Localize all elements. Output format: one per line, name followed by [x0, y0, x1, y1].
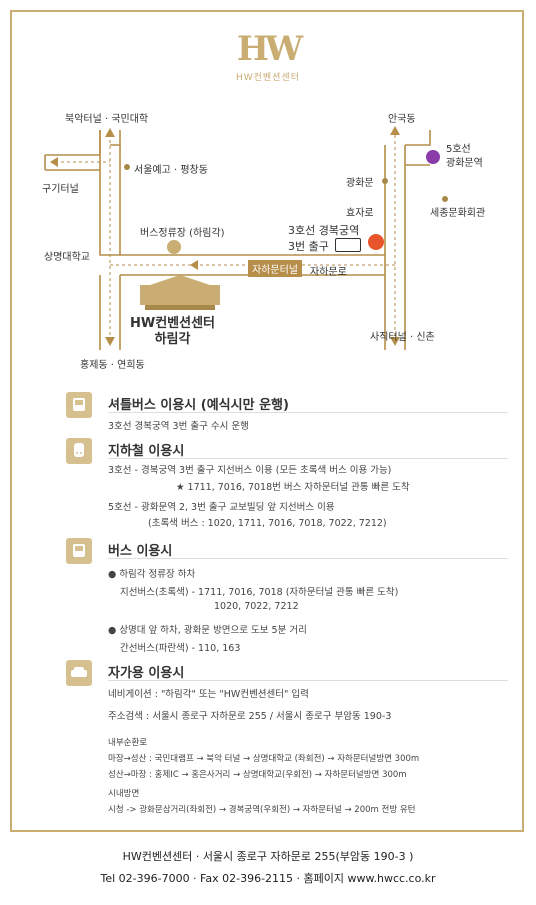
label-tunnel-road: 자하문터널 — [248, 260, 302, 277]
venue-line1: HW컨벤션센터 — [130, 316, 216, 331]
label-sejong: 세종문화회관 — [430, 208, 486, 219]
label-line3-station: 3호선 경복궁역 — [288, 224, 360, 237]
line3-icon — [368, 234, 384, 250]
bus-line5: 간선버스(파란색) - 110, 163 — [120, 643, 241, 654]
line5-icon — [426, 150, 440, 164]
subway-line1: 3호선 - 경복궁역 3번 출구 지선버스 이용 (모든 초록색 버스 이용 가… — [108, 465, 392, 476]
subway-icon — [66, 438, 92, 464]
dot-gwanghwamun — [382, 178, 388, 184]
car-city1: 시청 -> 광화문삼거리(좌회전) → 경복궁역(우회전) → 자하문터널 → … — [108, 805, 416, 815]
divider — [108, 458, 508, 459]
divider — [108, 558, 508, 559]
label-bugak-tunnel: 북악터널 · 국민대학 — [65, 114, 149, 125]
location-map: 북악터널 · 국민대학 구기터널 서울예고 · 평창동 버스정류장 (하림각) … — [30, 100, 510, 380]
logo-mark: HW — [236, 29, 303, 69]
car-city-title: 시내방면 — [108, 789, 140, 799]
bus-title: 버스 이용시 — [108, 544, 173, 559]
bus-line1-text: 하림각 정류장 하차 — [119, 569, 196, 580]
car-nav: 네비게이션 : "하림각" 또는 "HW컨벤션센터" 입력 — [108, 689, 309, 700]
label-hyoja-road: 효자로 — [346, 208, 374, 219]
dot-seoul-arts — [124, 164, 130, 170]
label-gugi-tunnel: 구기터널 — [42, 184, 79, 195]
label-jaha-road: 자하문로 — [310, 267, 347, 278]
label-hongje: 홍제동 · 연희동 — [80, 360, 145, 371]
divider — [108, 680, 508, 681]
subway-line2: ★ 1711, 7016, 7018번 버스 자하문터널 관통 빠른 도착 — [176, 482, 410, 493]
bus-line4-text: 상명대 앞 하차, 광화문 방면으로 도보 5분 거리 — [119, 625, 307, 636]
divider — [108, 412, 508, 413]
subway-line4: (초록색 버스 : 1020, 1711, 7016, 7018, 7022, … — [148, 518, 387, 529]
car-inner-title: 내부순환로 — [108, 738, 148, 748]
car-icon — [66, 660, 92, 686]
label-busstop: 버스정류장 (하림각) — [140, 228, 225, 239]
shuttle-title: 셔틀버스 이용시 (예식시만 운행) — [108, 398, 289, 413]
footer-address: HW컨벤션센터 · 서울시 종로구 자하문로 255(부암동 190-3 ) — [122, 850, 414, 863]
bus-icon — [66, 392, 92, 418]
bus-line3: 1020, 7022, 7212 — [214, 601, 299, 612]
car-inner2: 성산→마장 : 홍제IC → 홍은사거리 → 상명대학교(우회전) → 자하문터… — [108, 770, 407, 780]
logo-text: HW컨벤션센터 — [235, 73, 301, 83]
car-title: 자가용 이용시 — [108, 666, 185, 681]
label-gwanghwamun-station: 광화문역 — [446, 158, 483, 169]
venue-line2: 하림각 — [154, 332, 191, 347]
venue-name: HW컨벤션센터 하림각 — [130, 316, 215, 348]
logo: HW HW컨벤션센터 — [228, 30, 308, 90]
bus-line1: ● 하림각 정류장 하차 — [108, 569, 196, 580]
label-line5: 5호선 — [446, 144, 471, 155]
shuttle-bus-icon — [335, 238, 361, 252]
label-sangmyung: 상명대학교 — [44, 252, 90, 263]
shuttle-line1: 3호선 경복궁역 3번 출구 수시 운행 — [108, 421, 249, 432]
car-address: 주소검색 : 서울시 종로구 자하문로 255 / 서울시 종로구 부암동 19… — [108, 711, 392, 722]
road-map-lines — [44, 126, 431, 350]
subway-title: 지하철 이용시 — [108, 444, 185, 459]
label-seoul-arts: 서울예고 · 평창동 — [134, 165, 208, 176]
bus-icon — [66, 538, 92, 564]
label-gwanghwamun: 광화문 — [346, 178, 374, 189]
footer-contact: Tel 02-396-7000 · Fax 02-396-2115 · 홈페이지… — [100, 872, 436, 885]
subway-line3: 5호선 - 광화문역 2, 3번 출구 교보빌딩 앞 지선버스 이용 — [108, 502, 335, 513]
busstop-icon — [167, 240, 181, 254]
bus-line4: ● 상명대 앞 하차, 광화문 방면으로 도보 5분 거리 — [108, 625, 307, 636]
label-line3-exit: 3번 출구 — [288, 240, 329, 253]
label-sajik: 사직터널 · 신촌 — [370, 332, 435, 343]
content-frame — [10, 10, 524, 832]
car-inner1: 마장→성산 : 국민대램프 → 북악 터널 → 상명대학교 (좌회전) → 자하… — [108, 754, 420, 764]
label-anguk: 안국동 — [388, 114, 416, 125]
dot-sejong — [442, 196, 448, 202]
bus-line2: 지선버스(초록색) - 1711, 7016, 7018 (자하문터널 관통 빠… — [120, 587, 399, 598]
